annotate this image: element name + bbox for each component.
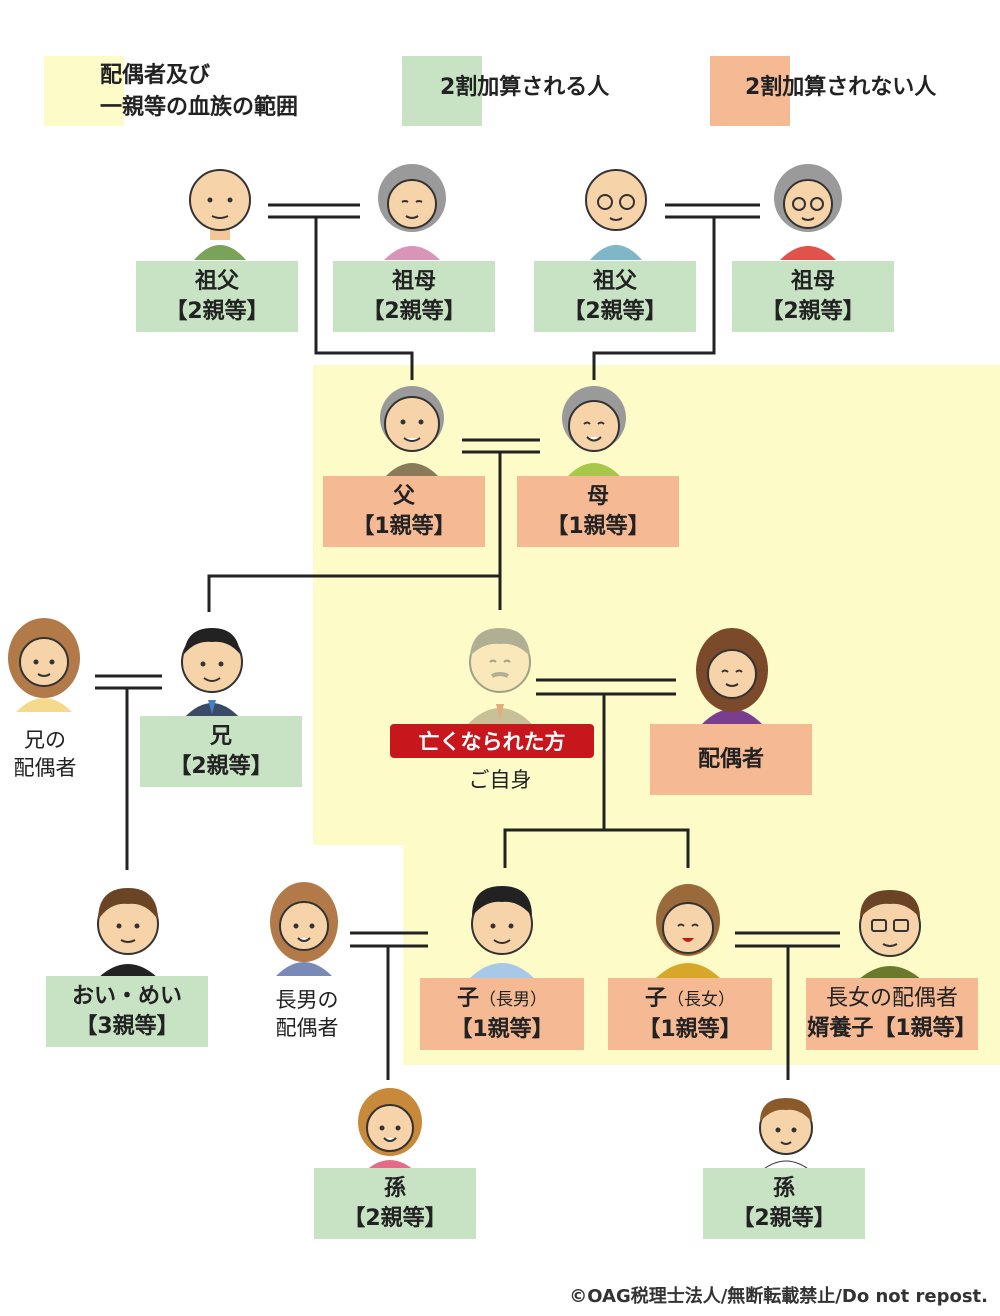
wife-icon (690, 616, 774, 724)
deceased-badge: 亡くなられた方 (390, 724, 594, 758)
father-icon (372, 374, 452, 478)
paternal-grandfather-box: 祖父【2親等】 (136, 261, 298, 332)
nephew-icon (86, 874, 170, 978)
legend-yellow-swatch (44, 56, 124, 126)
legend-green-swatch (402, 56, 482, 126)
grandfather-glasses-icon (576, 160, 656, 260)
son-in-law-box: 長女の配偶者 婿養子【1親等】 (806, 978, 978, 1050)
son-spouse-label: 長男の配偶者 (275, 988, 339, 1040)
maternal-grandmother-box: 祖母【2親等】 (732, 261, 894, 332)
spouse-box: 配偶者 (650, 724, 812, 795)
father-box: 父【1親等】 (323, 476, 485, 547)
grandmother-glasses-icon (768, 160, 848, 260)
daughter-icon (646, 872, 730, 978)
self-label: ご自身 (468, 768, 532, 792)
son-box: 子（長男） 【1親等】 (420, 978, 584, 1050)
brother-box: 兄【2親等】 (140, 716, 302, 787)
granddaughter-icon (350, 1076, 430, 1172)
deceased-man-icon (458, 612, 542, 724)
grandmother-icon (372, 160, 452, 260)
copyright-notice: ©OAG税理士法人/無断転載禁止/Do not repost. (569, 1286, 988, 1307)
grandchild-2-box: 孫【2親等】 (703, 1168, 865, 1239)
brother-spouse-label: 兄の配偶者 (13, 728, 77, 780)
maternal-grandfather-box: 祖父【2親等】 (534, 261, 696, 332)
nephew-niece-box: おい・めい【3親等】 (46, 976, 208, 1047)
legend-orange-swatch (710, 56, 790, 126)
grandchild-1-box: 孫【2親等】 (314, 1168, 476, 1239)
son-in-law-icon (848, 876, 932, 980)
son-spouse-icon (264, 872, 344, 976)
legend-orange-label: 2割加算されない人 (745, 75, 937, 100)
brother-icon (172, 614, 252, 718)
grandson-icon (746, 1080, 826, 1172)
son-icon (460, 872, 544, 978)
legend-yellow-label: 配偶者及び 一親等の血族の範囲 (100, 63, 299, 120)
legend-green-label: 2割加算される人 (440, 75, 610, 100)
brother-spouse-icon (4, 608, 84, 712)
paternal-grandmother-box: 祖母【2親等】 (333, 261, 495, 332)
mother-box: 母【1親等】 (517, 476, 679, 547)
daughter-box: 子（長女） 【1親等】 (608, 978, 772, 1050)
grandfather-icon (180, 160, 260, 260)
mother-icon (554, 374, 634, 478)
